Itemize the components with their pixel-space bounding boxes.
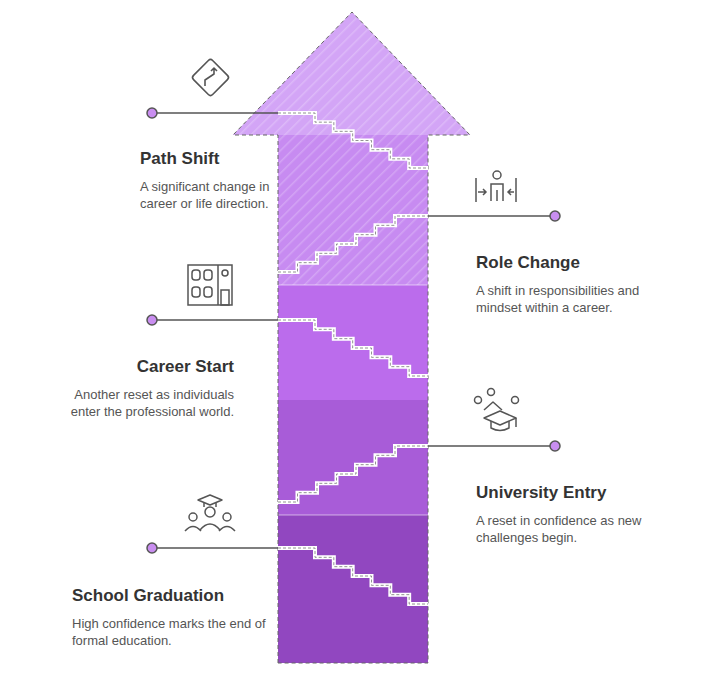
leader-lines-part [157, 112, 278, 114]
university-icon [475, 389, 519, 431]
road-sign-icon-part [191, 58, 229, 96]
stage-heading: Role Change [476, 252, 681, 273]
university-icon-part [475, 397, 482, 404]
stage-description: Another reset as individuals enter the p… [46, 386, 234, 420]
leader-lines-part [428, 445, 550, 447]
stage-heading: School Graduation [72, 585, 268, 606]
arrow-bands-part [220, 0, 480, 285]
building-icon-part [217, 265, 219, 305]
stage-description: High confidence marks the end of formal … [72, 615, 268, 649]
stair-edge [278, 216, 428, 272]
university-icon-part [515, 418, 517, 427]
stair-step [278, 548, 428, 604]
road-sign-icon-part [205, 68, 217, 86]
arrow-bands [220, 0, 480, 665]
stair-step [278, 113, 428, 168]
stairs [278, 113, 428, 604]
graduates-icon-part [200, 524, 220, 530]
leader-lines [157, 113, 550, 548]
building-icon-part [222, 270, 228, 276]
stage-heading: Path Shift [140, 148, 274, 169]
arrow-bands-part [220, 400, 480, 515]
graduates-icon-part [185, 527, 201, 532]
leader-dots-part [147, 108, 157, 118]
stair-step [278, 446, 428, 502]
arrow-bands-part [278, 285, 428, 286]
building-icon-part [221, 290, 229, 305]
leader-dots-part [550, 211, 560, 221]
stage-heading: Career Start [46, 356, 234, 377]
road-sign-icon [191, 58, 229, 96]
leader-dots-part [147, 543, 157, 553]
role-change-icon-part [476, 178, 516, 202]
role-change-icon [476, 171, 516, 202]
stage-callout: University Entry A reset in confidence as… [476, 480, 681, 548]
graduates-icon [185, 495, 235, 531]
leader-lines-part [157, 319, 278, 321]
stair-step [278, 320, 428, 376]
stage-callout: Career StartAnother reset as individuals… [46, 354, 234, 422]
leader-lines-part [428, 215, 550, 217]
building-icon-part [192, 270, 200, 280]
university-icon-part [484, 402, 502, 410]
university-icon-part [491, 421, 509, 431]
stair-step [278, 216, 428, 272]
role-change-icon-part [508, 189, 514, 195]
stage-callout: Path Shift A significant change in career… [140, 146, 274, 214]
building-icon-part [204, 287, 212, 297]
role-change-icon-part [493, 171, 501, 179]
building-icon [188, 265, 232, 305]
graduates-icon-part [198, 495, 222, 505]
university-icon-part [512, 397, 519, 404]
building-icon-part [204, 270, 212, 280]
graduates-icon-part [223, 513, 231, 521]
graduates-icon-part [205, 507, 215, 517]
building-icon-part [188, 265, 232, 305]
stair-edge [278, 320, 428, 376]
stair-edge [278, 113, 428, 168]
building-icon-part [192, 287, 200, 297]
role-change-icon-part [491, 184, 503, 201]
university-icon-part [488, 389, 495, 396]
arrow-bands-part [220, 285, 480, 400]
graduates-icon-part [189, 513, 197, 521]
leader-dots-part [550, 441, 560, 451]
stair-edge [278, 548, 428, 604]
arrow-bands-part [278, 515, 428, 516]
role-change-icon-part [478, 189, 486, 195]
stage-callout: Role Change A shift in responsibilities a… [476, 250, 681, 318]
arrow-bands-part [220, 515, 480, 665]
graduates-icon-part [219, 527, 235, 532]
role-change-icon-part [496, 190, 498, 201]
stage-description: A shift in responsibilities and mindset … [476, 282, 681, 316]
stair-edge [278, 446, 428, 502]
stage-description: A reset in confidence as new challenges … [476, 512, 681, 546]
arrow-outline [233, 12, 470, 663]
stage-description: A significant change in career or life d… [140, 178, 274, 212]
university-icon-part [484, 411, 516, 425]
leader-lines-part [157, 547, 278, 549]
stage-heading: University Entry [476, 482, 681, 503]
stage-callout: School GraduationHigh confidence marks t… [72, 583, 268, 651]
leader-dots-part [147, 315, 157, 325]
